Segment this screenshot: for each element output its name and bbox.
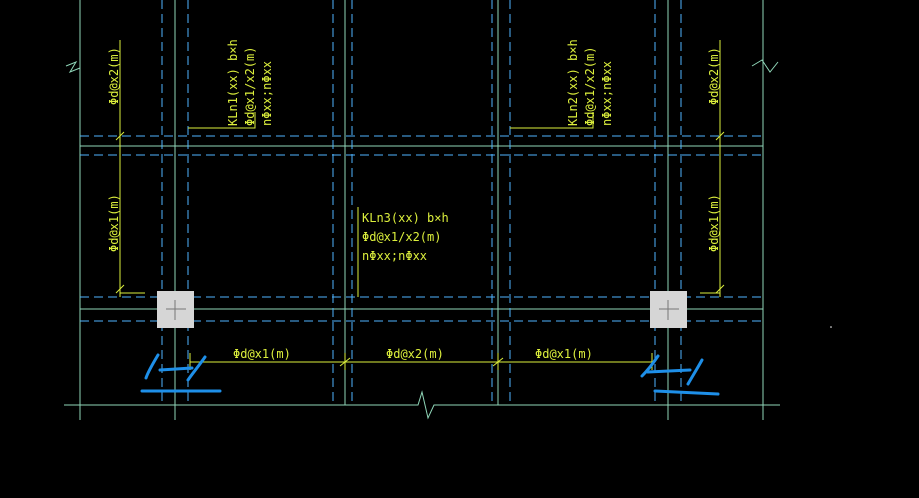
markup-stroke-left xyxy=(144,353,160,380)
annotation-text: KLn1(xx) b×h Φd@x1/x2(m) nΦxx;nΦxx KLn2(… xyxy=(107,39,721,361)
kln1-line3: nΦxx;nΦxx xyxy=(260,61,274,126)
stray-point xyxy=(830,326,832,328)
leader-kln2 xyxy=(510,112,594,129)
left-lower-spacing: Φd@x1(m) xyxy=(107,194,121,252)
kln3-line3: nΦxx;nΦxx xyxy=(362,249,427,263)
leader-kln1 xyxy=(188,112,256,129)
kln3-line1: KLn3(xx) b×h xyxy=(362,211,449,225)
dim-tick xyxy=(115,284,125,294)
hand-markup xyxy=(140,353,720,396)
columns xyxy=(157,291,687,328)
dim-slash xyxy=(492,357,504,367)
markup-stroke-left xyxy=(186,355,207,382)
bottom-left-spacing: Φd@x1(m) xyxy=(233,347,291,361)
left-upper-spacing: Φd@x2(m) xyxy=(107,47,121,105)
bottom-middle-spacing: Φd@x2(m) xyxy=(386,347,444,361)
break-symbol-bottom xyxy=(64,390,780,420)
markup-stroke-right xyxy=(653,389,720,396)
markup-stroke-right xyxy=(686,358,704,386)
break-symbol-right xyxy=(751,59,779,73)
dim-tick xyxy=(115,131,125,141)
dim-tick xyxy=(715,284,725,294)
annotation-lines xyxy=(115,40,725,370)
markup-stroke-left xyxy=(158,366,194,372)
markup-stroke-right xyxy=(646,368,692,374)
kln2-line3: nΦxx;nΦxx xyxy=(600,61,614,126)
bottom-right-spacing: Φd@x1(m) xyxy=(535,347,593,361)
right-upper-spacing: Φd@x2(m) xyxy=(707,47,721,105)
break-symbol-left xyxy=(65,60,81,74)
kln1-line2: Φd@x1/x2(m) xyxy=(243,47,257,126)
kln3-line2: Φd@x1/x2(m) xyxy=(362,230,441,244)
kln2-line2: Φd@x1/x2(m) xyxy=(583,47,597,126)
right-lower-spacing: Φd@x1(m) xyxy=(707,194,721,252)
kln1-line1: KLn1(xx) b×h xyxy=(226,39,240,126)
markup-stroke-right xyxy=(640,354,660,378)
beam-edges xyxy=(80,0,763,405)
dim-slash xyxy=(339,357,351,367)
dim-tick xyxy=(715,131,725,141)
kln2-line1: KLn2(xx) b×h xyxy=(566,39,580,126)
break-lines xyxy=(64,59,780,420)
